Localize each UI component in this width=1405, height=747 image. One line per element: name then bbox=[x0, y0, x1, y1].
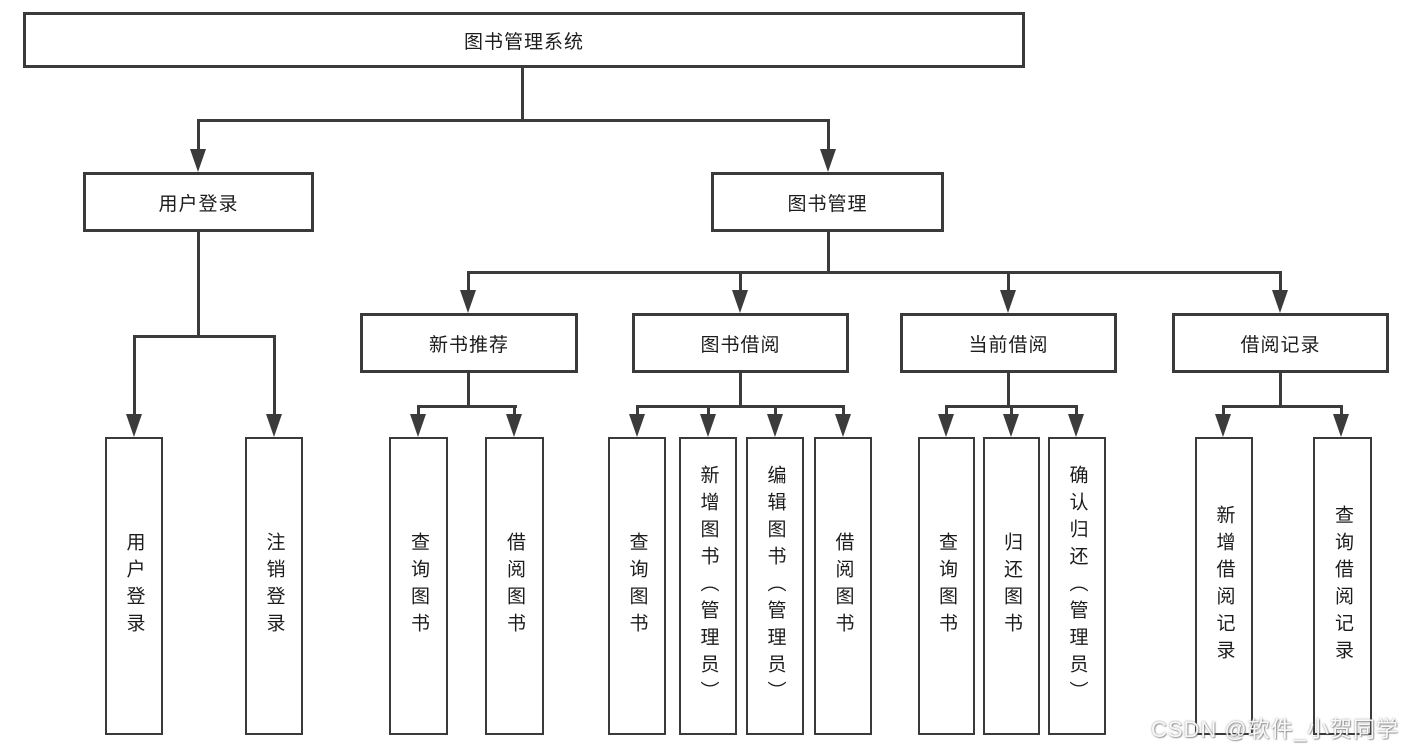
node-new-book-recommend: 新书推荐 bbox=[360, 313, 578, 373]
leaf-add-borrow-record: 新增借阅记录 bbox=[1195, 437, 1253, 735]
arrow-down-icon bbox=[1333, 414, 1349, 437]
connector-line bbox=[467, 373, 470, 407]
leaf-return-books: 归还图书 bbox=[983, 437, 1040, 735]
leaf-label: 借阅图书 bbox=[832, 532, 854, 640]
leaf-query-books-current: 查询图书 bbox=[918, 437, 975, 735]
arrow-down-icon bbox=[1000, 290, 1016, 313]
connector-line bbox=[197, 119, 830, 122]
connector-line bbox=[1075, 405, 1078, 417]
leaf-logout: 注销登录 bbox=[245, 437, 303, 735]
arrow-down-icon bbox=[1215, 414, 1231, 437]
arrow-down-icon bbox=[410, 414, 426, 437]
connector-line bbox=[1279, 373, 1282, 407]
connector-line bbox=[945, 405, 948, 417]
leaf-label: 归还图书 bbox=[1001, 532, 1022, 640]
leaf-label: 新增借阅记录 bbox=[1213, 505, 1235, 667]
arrow-down-icon bbox=[190, 149, 206, 172]
arrow-down-icon bbox=[629, 414, 645, 437]
leaf-edit-books-admin: 编辑图书（管理员） bbox=[746, 437, 804, 735]
arrow-down-icon bbox=[767, 414, 783, 437]
arrow-down-icon bbox=[266, 414, 282, 437]
arrow-down-icon bbox=[938, 414, 954, 437]
connector-line bbox=[827, 119, 830, 151]
leaf-label: 查询图书 bbox=[626, 532, 648, 640]
leaf-query-borrow-record: 查询借阅记录 bbox=[1313, 437, 1372, 735]
connector-line bbox=[133, 335, 136, 417]
connector-line bbox=[521, 68, 524, 122]
connector-line bbox=[273, 335, 276, 417]
leaf-borrow-books-recommend: 借阅图书 bbox=[485, 437, 544, 735]
arrow-down-icon bbox=[820, 149, 836, 172]
node-current-borrowing: 当前借阅 bbox=[900, 313, 1117, 373]
connector-line bbox=[1279, 271, 1282, 293]
leaf-label: 确认归还（管理员） bbox=[1066, 464, 1088, 708]
leaf-confirm-return-admin: 确认归还（管理员） bbox=[1048, 437, 1106, 735]
connector-line bbox=[1222, 405, 1343, 408]
node-book-management: 图书管理 bbox=[711, 172, 944, 232]
connector-line bbox=[133, 335, 276, 338]
leaf-add-books-admin: 新增图书（管理员） bbox=[679, 437, 737, 735]
connector-line bbox=[1007, 271, 1010, 293]
connector-line bbox=[1010, 405, 1013, 417]
arrow-down-icon bbox=[835, 414, 851, 437]
connector-line bbox=[513, 405, 516, 417]
connector-line bbox=[1222, 405, 1225, 417]
leaf-label: 编辑图书（管理员） bbox=[764, 464, 786, 708]
arrow-down-icon bbox=[1272, 290, 1288, 313]
node-borrow-records: 借阅记录 bbox=[1172, 313, 1389, 373]
connector-line bbox=[774, 405, 777, 417]
leaf-query-books-recommend: 查询图书 bbox=[389, 437, 448, 735]
connector-line bbox=[467, 271, 1282, 274]
connector-line bbox=[636, 405, 845, 408]
connector-line bbox=[707, 405, 710, 417]
node-user-login: 用户登录 bbox=[83, 172, 314, 232]
leaf-label: 新增图书（管理员） bbox=[697, 464, 719, 708]
leaf-label: 查询图书 bbox=[408, 532, 429, 640]
connector-line bbox=[467, 271, 470, 293]
arrow-down-icon bbox=[1068, 414, 1084, 437]
leaf-borrow-books: 借阅图书 bbox=[814, 437, 872, 735]
connector-line bbox=[842, 405, 845, 417]
connector-line bbox=[1007, 373, 1010, 407]
connector-line bbox=[417, 405, 420, 417]
node-book-borrowing: 图书借阅 bbox=[632, 313, 849, 373]
connector-line bbox=[739, 271, 742, 293]
leaf-user-login: 用户登录 bbox=[105, 437, 163, 735]
arrow-down-icon bbox=[700, 414, 716, 437]
leaf-query-books-borrowing: 查询图书 bbox=[608, 437, 666, 735]
arrow-down-icon bbox=[506, 414, 522, 437]
leaf-label: 查询图书 bbox=[936, 532, 957, 640]
node-library-management-system: 图书管理系统 bbox=[23, 12, 1025, 68]
arrow-down-icon bbox=[732, 290, 748, 313]
leaf-label: 用户登录 bbox=[123, 532, 145, 640]
connector-line bbox=[197, 119, 200, 151]
connector-line bbox=[197, 232, 200, 338]
connector-line bbox=[417, 405, 517, 408]
arrow-down-icon bbox=[1003, 414, 1019, 437]
leaf-label: 查询借阅记录 bbox=[1332, 505, 1353, 667]
connector-line bbox=[636, 405, 639, 417]
leaf-label: 注销登录 bbox=[263, 532, 285, 640]
leaf-label: 借阅图书 bbox=[504, 532, 525, 640]
arrow-down-icon bbox=[460, 290, 476, 313]
connector-line bbox=[1340, 405, 1343, 417]
arrow-down-icon bbox=[126, 414, 142, 437]
connector-line bbox=[827, 232, 830, 274]
connector-line bbox=[739, 373, 742, 407]
